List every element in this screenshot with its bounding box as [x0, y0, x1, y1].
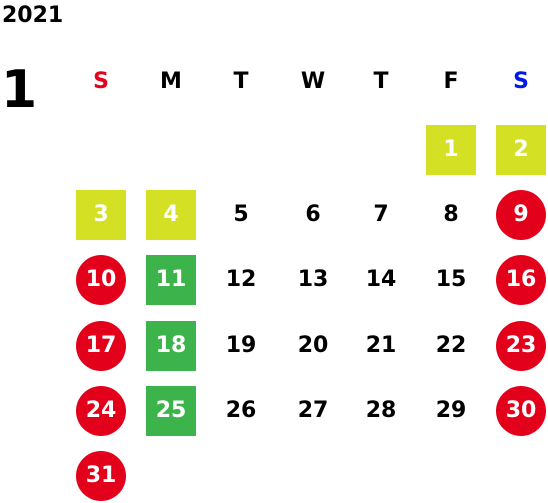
day-cell-22[interactable]: 22 — [435, 333, 467, 358]
day-cell-26[interactable]: 26 — [225, 398, 257, 423]
weekday-monday: M — [160, 69, 182, 94]
month-label: 1 — [1, 60, 38, 120]
day-cell-13[interactable]: 13 — [297, 267, 329, 292]
day-cell-3[interactable]: 3 — [76, 190, 126, 240]
day-cell-8[interactable]: 8 — [443, 202, 459, 227]
day-cell-15[interactable]: 15 — [435, 267, 467, 292]
weekday-friday: F — [443, 69, 459, 94]
year-label: 2021 — [2, 3, 64, 28]
day-cell-9[interactable]: 9 — [496, 190, 546, 240]
day-cell-6[interactable]: 6 — [305, 202, 321, 227]
weekday-saturday: S — [513, 69, 529, 94]
day-cell-11[interactable]: 11 — [146, 255, 196, 305]
day-cell-16[interactable]: 16 — [496, 255, 546, 305]
day-cell-14[interactable]: 14 — [365, 267, 397, 292]
day-cell-31[interactable]: 31 — [76, 451, 126, 501]
day-cell-25[interactable]: 25 — [146, 386, 196, 436]
day-cell-1[interactable]: 1 — [426, 125, 476, 175]
day-cell-28[interactable]: 28 — [365, 398, 397, 423]
day-cell-30[interactable]: 30 — [496, 386, 546, 436]
day-cell-10[interactable]: 10 — [76, 255, 126, 305]
day-cell-18[interactable]: 18 — [146, 321, 196, 371]
day-cell-7[interactable]: 7 — [373, 202, 389, 227]
day-cell-19[interactable]: 19 — [225, 333, 257, 358]
weekday-wednesday: W — [300, 69, 326, 94]
day-cell-20[interactable]: 20 — [297, 333, 329, 358]
day-cell-27[interactable]: 27 — [297, 398, 329, 423]
day-cell-2[interactable]: 2 — [496, 125, 546, 175]
day-cell-29[interactable]: 29 — [435, 398, 467, 423]
day-cell-21[interactable]: 21 — [365, 333, 397, 358]
day-cell-12[interactable]: 12 — [225, 267, 257, 292]
weekday-tuesday: T — [233, 69, 249, 94]
day-cell-17[interactable]: 17 — [76, 321, 126, 371]
weekday-sunday: S — [93, 69, 109, 94]
day-cell-5[interactable]: 5 — [233, 202, 249, 227]
day-cell-24[interactable]: 24 — [76, 386, 126, 436]
weekday-thursday: T — [373, 69, 389, 94]
day-cell-4[interactable]: 4 — [146, 190, 196, 240]
day-cell-23[interactable]: 23 — [496, 321, 546, 371]
